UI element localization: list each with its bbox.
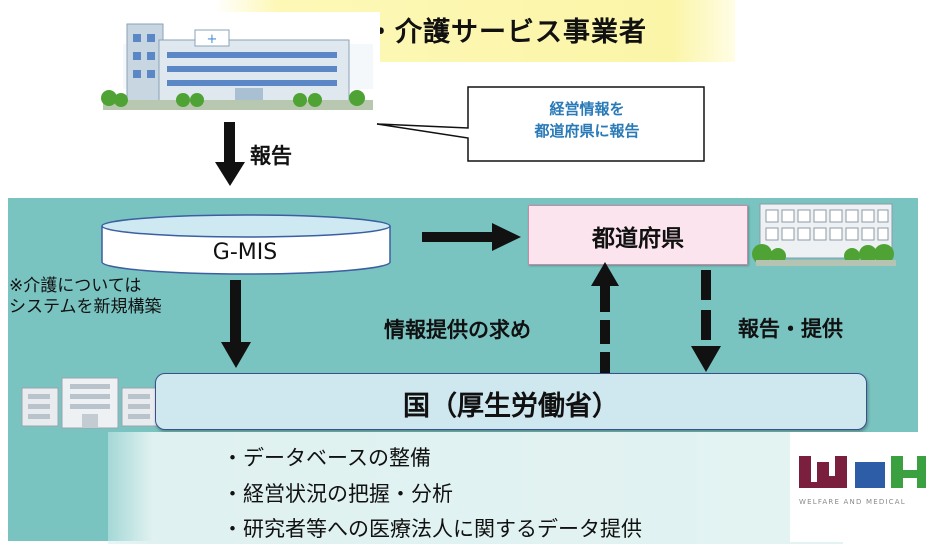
svg-text:+: + [207,32,218,47]
bullet-item: ・研究者等への医療法人に関するデータ提供 [222,517,642,541]
prefecture-label: 都道府県 [592,226,684,252]
logo-tagline: WELFARE AND MEDICAL [799,498,906,506]
note-line-2: システムを新規構築 [9,297,162,317]
report-down-arrow [215,122,245,186]
gmis-database [101,214,391,275]
request-up-arrow [591,262,619,374]
national-government-box [155,373,867,430]
callout-line-1: 経営情報を [549,100,625,118]
government-building-icon [752,203,896,266]
note-line-1: ※介護については [9,276,142,296]
callout-text: 経営情報を 都道府県に報告 [472,98,702,142]
gmis-to-national-arrow [221,280,251,368]
request-label: 情報提供の求め [384,318,531,342]
bullet-panel [108,432,843,544]
gmis-label: G-MIS [212,240,278,265]
prefecture-box [528,205,748,265]
bullet-item: ・データベースの整備 [222,446,431,470]
report-provide-label: 報告・提供 [738,317,843,341]
callout-bubble [376,86,705,162]
report-label: 報告 [250,144,292,168]
ministry-building-icon [21,377,159,429]
callout-line-2: 都道府県に報告 [534,122,640,140]
hospital-icon: + [95,12,380,124]
national-government-label: 国（厚生労働省） [403,391,619,422]
report-provide-down-arrow [691,270,721,372]
care-system-note: ※介護については システムを新規構築 [9,276,162,318]
bullet-item: ・経営状況の把握・分析 [222,482,453,506]
gmis-to-prefecture-arrow [422,223,521,251]
wam-logo: WELFARE AND MEDICAL [799,456,926,506]
